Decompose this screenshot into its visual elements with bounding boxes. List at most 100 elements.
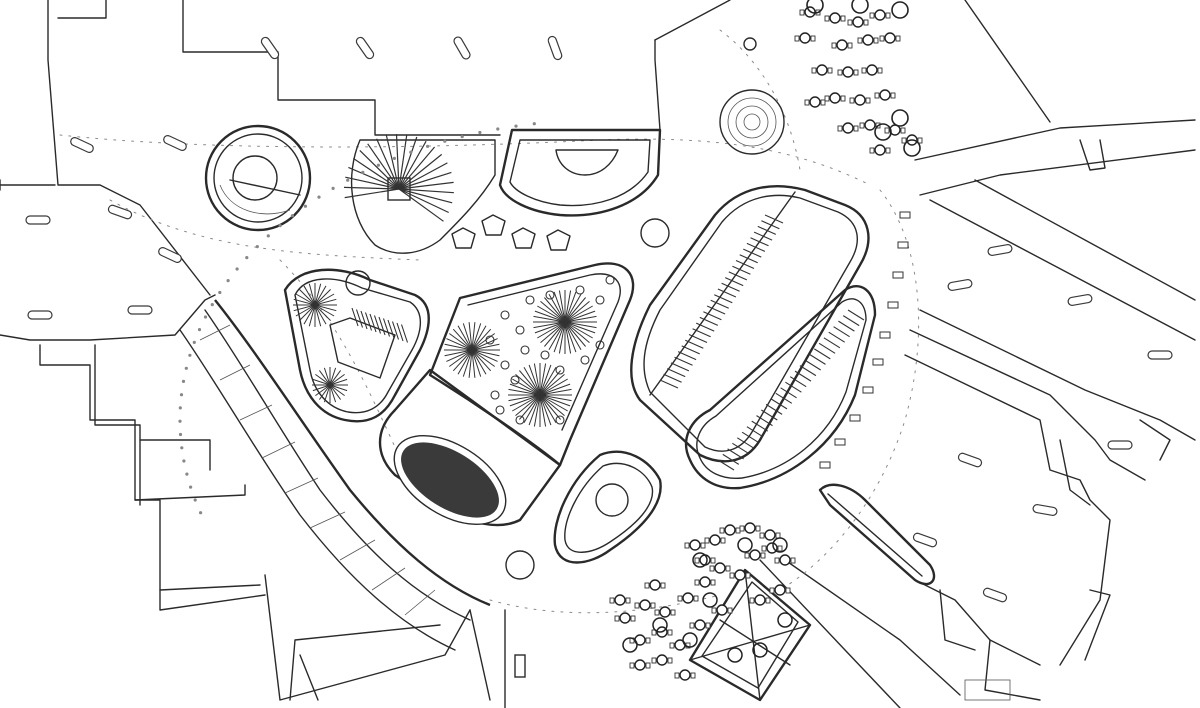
chair bbox=[704, 537, 710, 544]
chair bbox=[820, 99, 826, 106]
palm-tree bbox=[329, 384, 342, 400]
shrub bbox=[485, 335, 495, 345]
chair bbox=[847, 42, 853, 49]
chair bbox=[650, 602, 656, 609]
pergola-beam bbox=[398, 153, 443, 190]
chair bbox=[644, 582, 650, 589]
palm-tree bbox=[299, 289, 316, 306]
bench bbox=[897, 241, 909, 249]
palm-tree bbox=[539, 378, 568, 396]
chair bbox=[645, 637, 651, 644]
tree bbox=[737, 537, 753, 553]
paving-dot bbox=[376, 163, 380, 167]
palm-tree bbox=[564, 290, 572, 323]
chair bbox=[775, 532, 781, 539]
palm-tree bbox=[446, 338, 473, 351]
pool-island-small bbox=[505, 450, 662, 580]
cafe-table bbox=[724, 524, 736, 536]
shrub bbox=[495, 405, 505, 415]
chair bbox=[667, 629, 673, 636]
paving-dot bbox=[178, 419, 182, 423]
palm-tree bbox=[564, 294, 582, 323]
chair bbox=[865, 97, 871, 104]
shrub bbox=[545, 290, 555, 300]
palm-tree bbox=[528, 364, 541, 396]
spiral-fountain bbox=[719, 37, 785, 155]
seating-step bbox=[724, 277, 744, 287]
chair bbox=[853, 125, 859, 132]
seating-step bbox=[681, 345, 700, 355]
bench bbox=[819, 461, 831, 469]
paving-dot bbox=[193, 498, 197, 502]
chair bbox=[694, 557, 700, 564]
palm-tree bbox=[564, 321, 577, 353]
bollard bbox=[947, 279, 973, 291]
seating-step bbox=[703, 311, 722, 321]
chair bbox=[651, 657, 657, 664]
seating-step bbox=[753, 231, 773, 241]
chair bbox=[760, 552, 766, 559]
palm-tree bbox=[523, 394, 541, 423]
chair bbox=[749, 597, 755, 604]
shrub bbox=[595, 295, 605, 305]
palm-tree bbox=[293, 298, 316, 306]
seating-step bbox=[677, 351, 697, 361]
chair bbox=[884, 127, 890, 134]
tree bbox=[622, 637, 638, 653]
chair bbox=[710, 557, 716, 564]
palm-tree bbox=[558, 321, 566, 354]
seating-step bbox=[818, 342, 836, 354]
pergola-beam bbox=[359, 149, 400, 190]
chair bbox=[720, 537, 726, 544]
seating-step bbox=[717, 288, 737, 298]
shrub bbox=[555, 415, 565, 425]
cafe-table bbox=[779, 554, 791, 566]
palm-tree bbox=[315, 384, 331, 397]
chair bbox=[609, 597, 615, 604]
palm-tree bbox=[462, 323, 473, 351]
cafe-table bbox=[884, 32, 896, 44]
pergola-beam bbox=[398, 188, 454, 194]
paving-dot bbox=[197, 328, 202, 332]
pergola-beam bbox=[348, 166, 400, 190]
palm-tree bbox=[528, 394, 541, 426]
chair bbox=[811, 67, 817, 74]
chair bbox=[677, 595, 683, 602]
palm-tree bbox=[444, 349, 473, 357]
palm-tree bbox=[564, 321, 586, 347]
seating-step bbox=[765, 403, 783, 415]
seating-step bbox=[373, 315, 382, 334]
seating-step bbox=[756, 415, 773, 427]
palm-tree bbox=[564, 301, 590, 323]
pergola-beam bbox=[398, 136, 418, 190]
shrub bbox=[525, 295, 535, 305]
palm-tree bbox=[314, 293, 335, 306]
tree bbox=[652, 617, 668, 633]
palm-tree bbox=[539, 394, 571, 407]
chair bbox=[837, 125, 843, 132]
palm-tree bbox=[323, 367, 331, 386]
shrub bbox=[515, 415, 525, 425]
palm-tree bbox=[318, 370, 331, 386]
amphitheater-oval bbox=[378, 368, 562, 527]
seating-step bbox=[750, 237, 769, 247]
chair bbox=[614, 615, 620, 622]
paving-dot bbox=[199, 511, 203, 515]
shrub bbox=[605, 275, 615, 285]
paving-dot bbox=[218, 290, 222, 295]
chair bbox=[670, 609, 676, 616]
palm-tree bbox=[471, 343, 500, 351]
seating-step bbox=[737, 437, 754, 449]
chair bbox=[769, 587, 775, 594]
cafe-table bbox=[842, 66, 854, 78]
paving-dot bbox=[245, 256, 249, 260]
tree bbox=[874, 123, 892, 141]
tree bbox=[891, 109, 909, 127]
chair bbox=[824, 15, 830, 22]
palm-tree bbox=[544, 321, 566, 347]
palm-tree bbox=[539, 394, 557, 423]
palm-tree bbox=[539, 367, 557, 396]
palm-tree bbox=[449, 349, 473, 367]
